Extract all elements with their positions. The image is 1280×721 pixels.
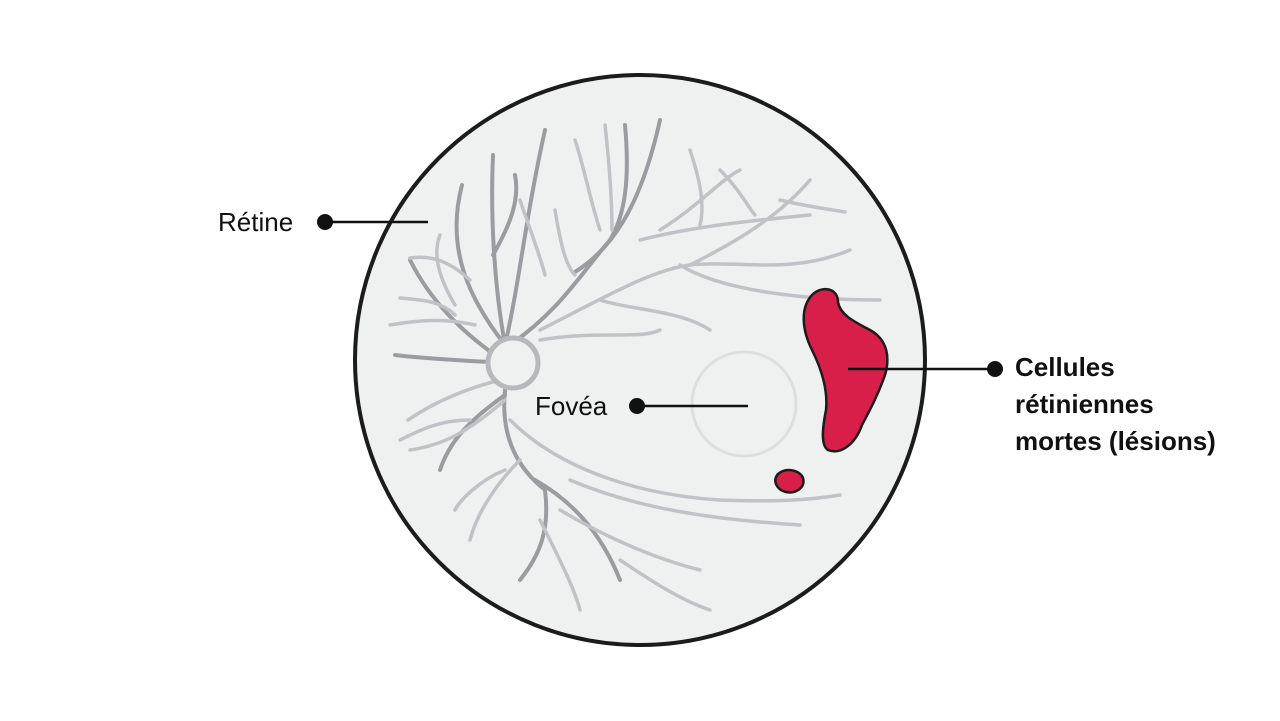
lesion-large [802,287,889,453]
optic-disc [485,335,541,391]
lesions-label-line-2: rétiniennes [1015,389,1154,419]
lesion-small [774,468,805,494]
fovea-pointer [629,398,748,414]
blood-vessels [388,118,882,612]
lesions-label-line-1: Cellules [1015,352,1115,382]
retina-label: Rétine [218,207,293,237]
retina-pointer [317,214,428,230]
lesions-label-line-3: mortes (lésions) [1015,426,1216,456]
fovea-label: Fovéa [535,391,608,421]
fovea-ring [690,350,798,458]
lesions-pointer [848,361,1003,377]
